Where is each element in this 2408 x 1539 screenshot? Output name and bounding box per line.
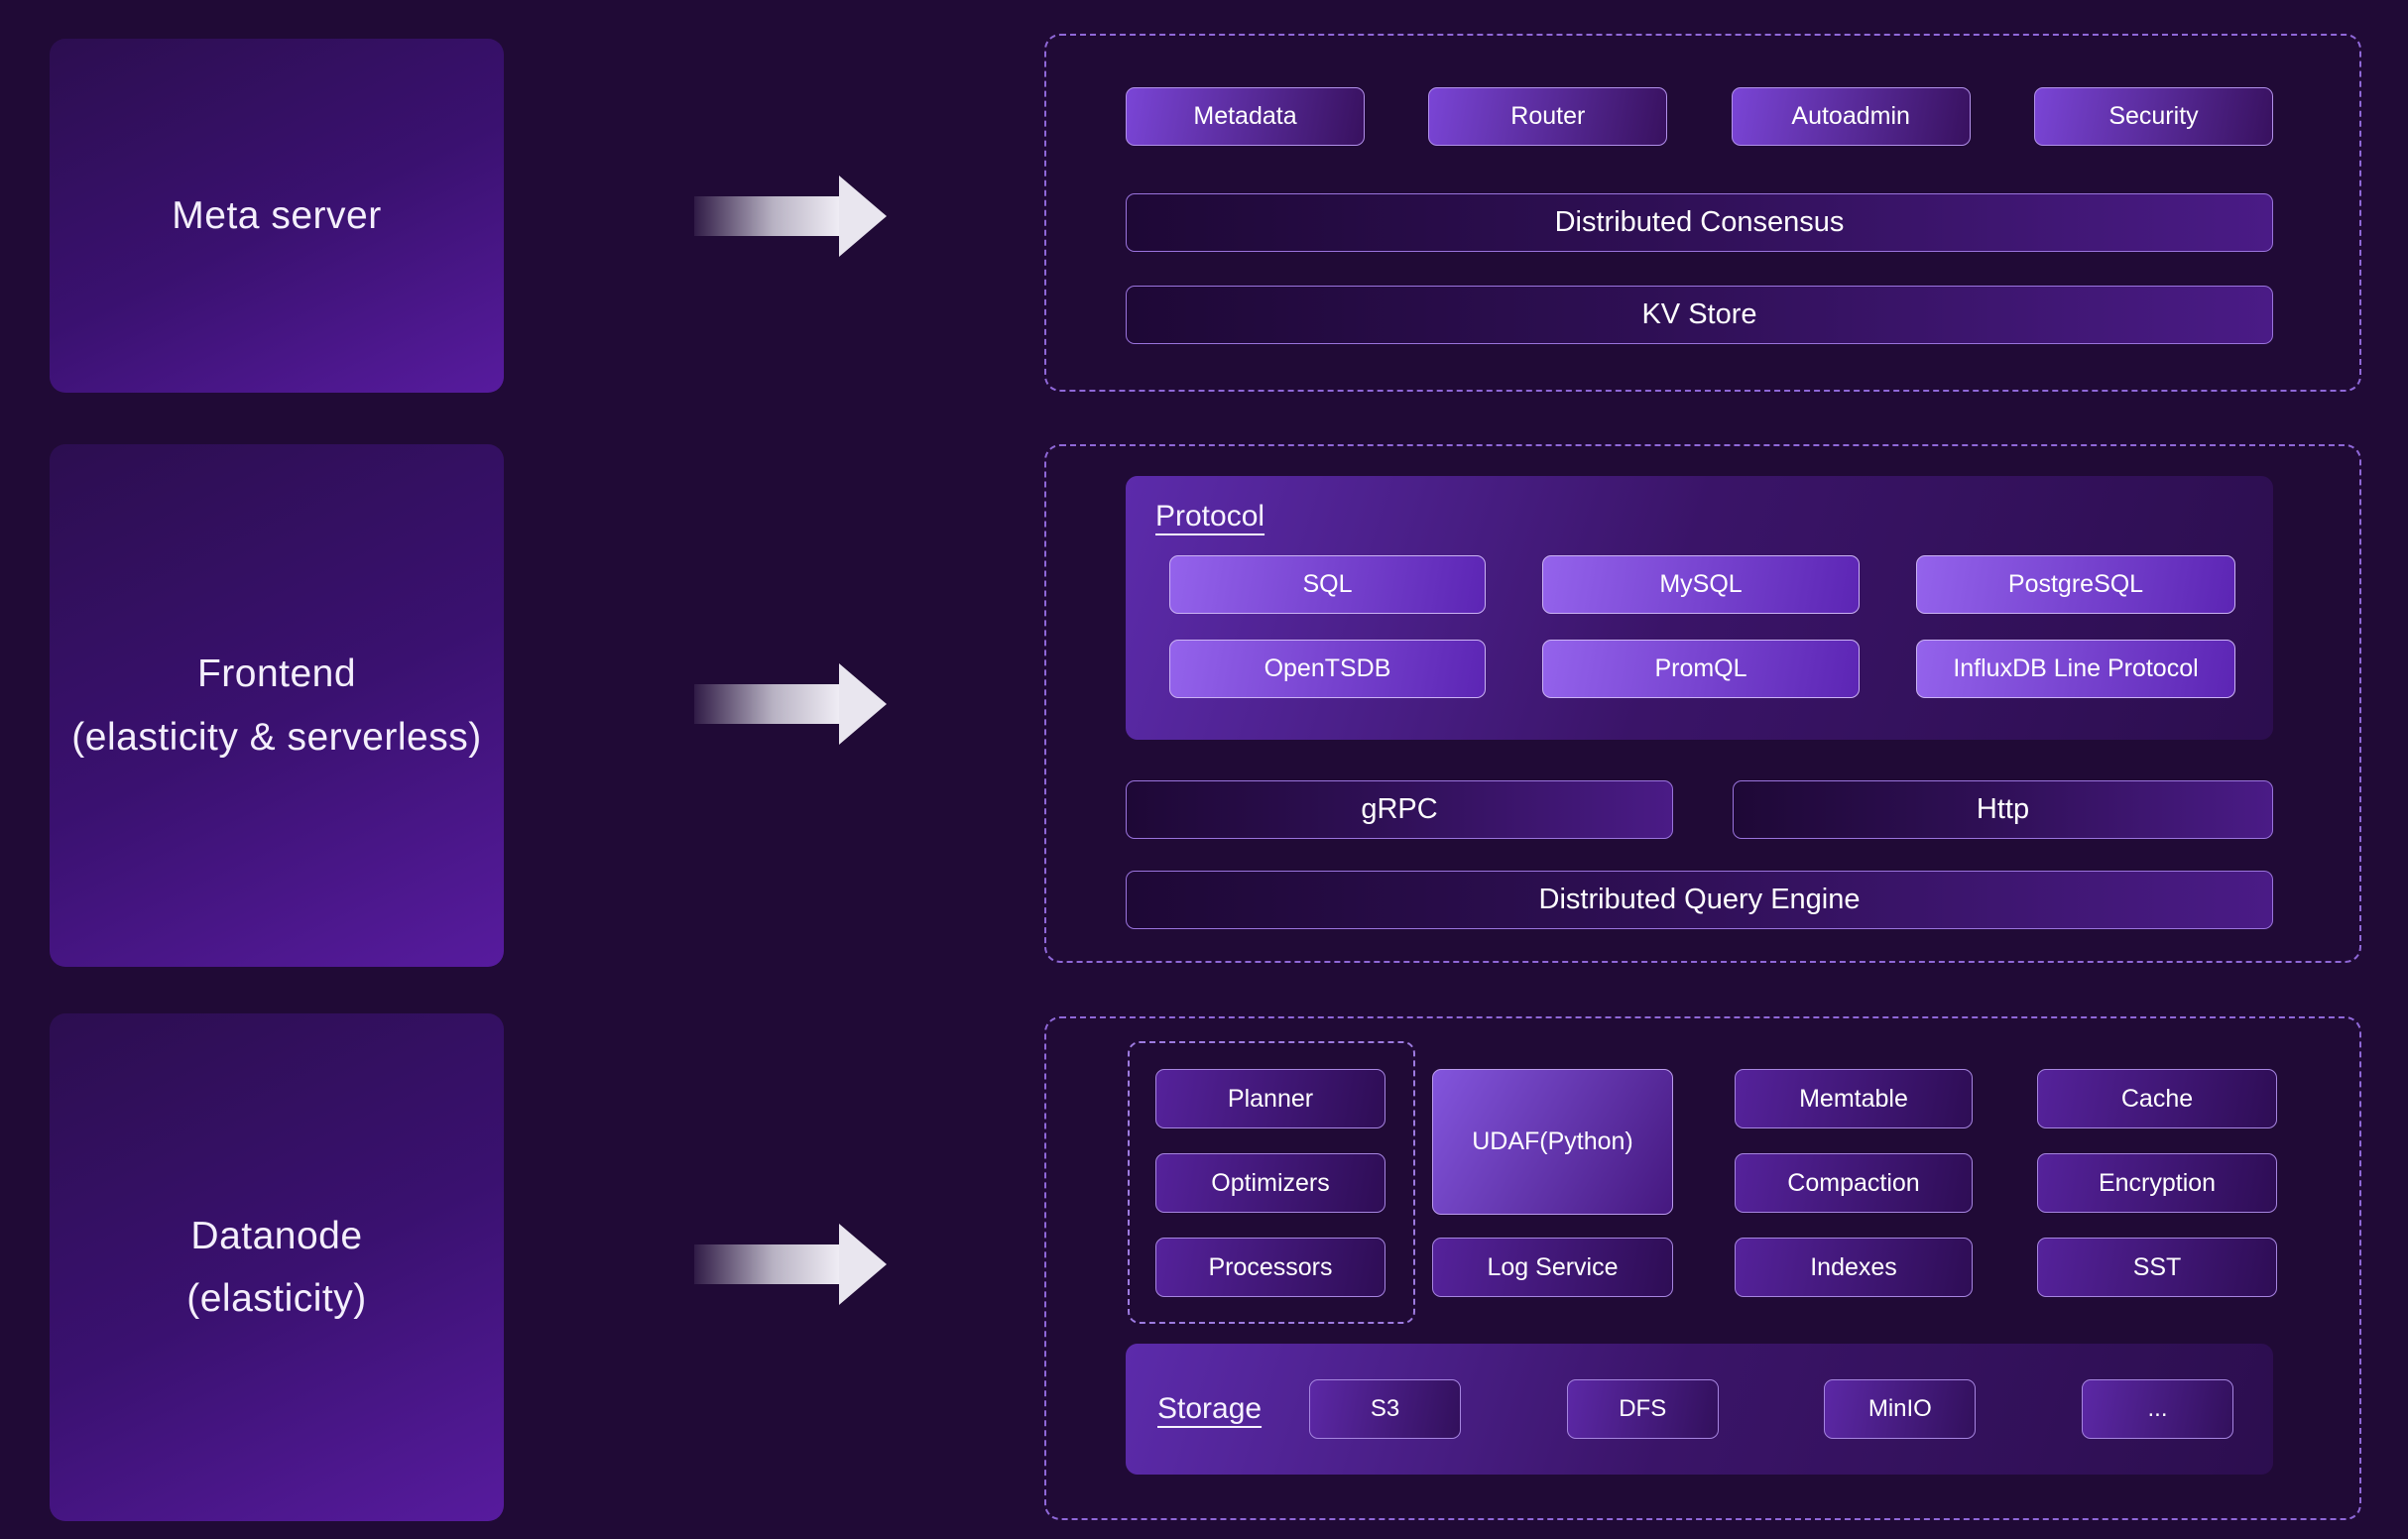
distributed-consensus-bar: Distributed Consensus <box>1126 193 2273 252</box>
sql-chip: SQL <box>1169 555 1486 614</box>
kv-store-bar: KV Store <box>1126 286 2273 344</box>
opentsdb-chip: OpenTSDB <box>1169 640 1486 698</box>
protocol-panel: Protocol SQL MySQL PostgreSQL OpenTSDB P… <box>1126 476 2273 740</box>
udaf-python-box: UDAF(Python) <box>1432 1069 1673 1215</box>
meta-chip-row: Metadata Router Autoadmin Security <box>1126 87 2273 146</box>
arrow-shaft <box>694 684 839 724</box>
optimizers-box: Optimizers <box>1155 1153 1385 1213</box>
meta-server-node: Meta server <box>50 39 504 393</box>
mysql-chip: MySQL <box>1542 555 1860 614</box>
planner-box: Planner <box>1155 1069 1385 1128</box>
metadata-chip: Metadata <box>1126 87 1365 146</box>
storage-chip-row: S3 DFS MinIO ... <box>1309 1379 2233 1439</box>
planner-group-box <box>1128 1041 1415 1324</box>
compaction-box: Compaction <box>1735 1153 1973 1213</box>
storage-title: Storage <box>1157 1392 1263 1425</box>
frontend-section: Protocol SQL MySQL PostgreSQL OpenTSDB P… <box>1044 444 2361 963</box>
datanode-label-line1: Datanode <box>190 1214 363 1257</box>
arrow-head <box>839 1224 887 1305</box>
arrow-shaft <box>694 1244 839 1284</box>
frontend-label-line1: Frontend <box>196 652 357 696</box>
protocol-grid: SQL MySQL PostgreSQL OpenTSDB PromQL Inf… <box>1169 555 2243 698</box>
datanode-section: Planner Optimizers Processors UDAF(Pytho… <box>1044 1016 2361 1520</box>
arrow-shaft <box>694 196 839 236</box>
arrow-head <box>839 176 887 257</box>
protocol-title: Protocol <box>1155 500 1265 533</box>
meta-server-section: Metadata Router Autoadmin Security Distr… <box>1044 34 2361 392</box>
arrow-head <box>839 663 887 745</box>
processors-box: Processors <box>1155 1238 1385 1297</box>
frontend-label-line2: (elasticity & serverless) <box>71 715 482 759</box>
frontend-node: Frontend (elasticity & serverless) <box>50 444 504 967</box>
router-chip: Router <box>1428 87 1668 146</box>
ellipsis-chip: ... <box>2082 1379 2233 1439</box>
s3-chip: S3 <box>1309 1379 1462 1439</box>
datanode-label-line2: (elasticity) <box>186 1277 367 1320</box>
cache-box: Cache <box>2037 1069 2277 1128</box>
http-bar: Http <box>1733 780 2273 839</box>
minio-chip: MinIO <box>1824 1379 1977 1439</box>
meta-arrow-icon <box>694 176 887 257</box>
encryption-box: Encryption <box>2037 1153 2277 1213</box>
distributed-query-engine-bar: Distributed Query Engine <box>1126 871 2273 929</box>
datanode-arrow-icon <box>694 1224 887 1305</box>
storage-panel: Storage S3 DFS MinIO ... <box>1126 1344 2273 1475</box>
frontend-arrow-icon <box>694 663 887 745</box>
security-chip: Security <box>2033 87 2273 146</box>
memtable-box: Memtable <box>1735 1069 1973 1128</box>
postgresql-chip: PostgreSQL <box>1916 555 2235 614</box>
log-service-box: Log Service <box>1432 1238 1673 1297</box>
sst-box: SST <box>2037 1238 2277 1297</box>
dfs-chip: DFS <box>1566 1379 1719 1439</box>
influxdb-line-protocol-chip: InfluxDB Line Protocol <box>1916 640 2235 698</box>
indexes-box: Indexes <box>1735 1238 1973 1297</box>
datanode-node: Datanode (elasticity) <box>50 1013 504 1521</box>
autoadmin-chip: Autoadmin <box>1731 87 1971 146</box>
grpc-bar: gRPC <box>1126 780 1673 839</box>
promql-chip: PromQL <box>1542 640 1860 698</box>
meta-server-label: Meta server <box>172 193 382 237</box>
